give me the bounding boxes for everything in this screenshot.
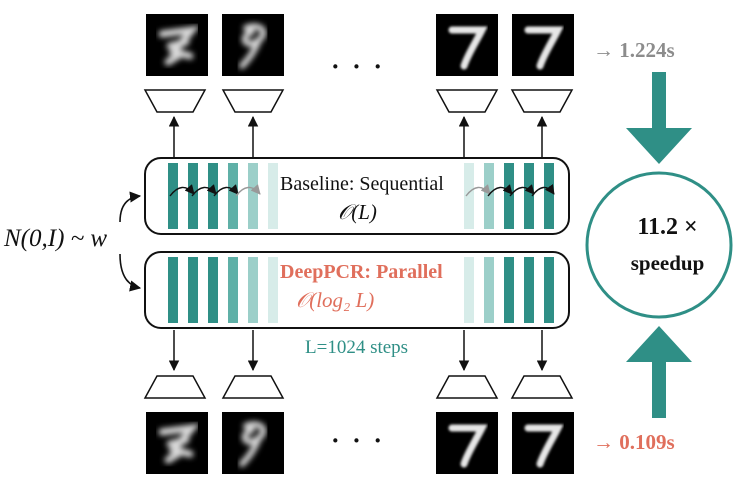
- deeppcr-steps: [168, 257, 554, 323]
- decoder-trapezoid-icon: [510, 375, 574, 399]
- bottom-digit-image-3: [436, 412, 498, 474]
- decoder-trapezoid-icon: [143, 89, 207, 113]
- curved-arrow-icon: [213, 184, 239, 197]
- decoder-trapezoid-icon: [143, 375, 207, 399]
- noise-arrows: [119, 191, 142, 292]
- steps-label: L=1024 steps: [305, 337, 409, 358]
- decoder-trapezoid-icon: [221, 375, 285, 399]
- top-digit-image-4: [512, 14, 574, 76]
- baseline-steps: [168, 163, 554, 229]
- top-digit-image-2: [222, 14, 284, 76]
- sequential-arrows: [169, 183, 555, 197]
- decoder-trapezoid-icon: [435, 375, 499, 399]
- decoder-trapezoid-icon: [221, 89, 285, 113]
- parallel-time-label: → 0.109s: [593, 430, 675, 454]
- curved-arrow-icon: [191, 184, 217, 197]
- top-connectors: [168, 115, 548, 160]
- baseline-complexity: 𝒪(L): [338, 200, 377, 224]
- bottom-digit-image-1: [146, 412, 208, 474]
- curved-arrow-icon: [509, 184, 535, 197]
- curved-arrow-icon: [119, 253, 142, 292]
- bottom-digit-image-2: [222, 412, 284, 474]
- bottom-digit-image-4: [512, 412, 574, 474]
- decoder-trapezoid-icon: [435, 89, 499, 113]
- bottom-ellipsis: · · ·: [331, 426, 386, 455]
- top-ellipsis: · · ·: [331, 52, 386, 81]
- speedup-factor: 11.2 ×: [637, 214, 698, 240]
- baseline-title: Baseline: Sequential: [280, 173, 444, 195]
- curved-arrow-icon: [235, 184, 261, 197]
- curved-arrow-icon: [119, 191, 142, 223]
- curved-arrow-icon: [531, 183, 555, 197]
- decoder-trapezoid-icon: [510, 89, 574, 113]
- speedup-graphic: [585, 72, 733, 418]
- curved-arrow-icon: [169, 184, 195, 197]
- speedup-word: speedup: [630, 251, 705, 275]
- bottom-connectors: [168, 330, 548, 372]
- speedup-circle: [585, 171, 733, 319]
- top-decoder-icons: [143, 89, 574, 113]
- curved-arrow-icon: [487, 184, 513, 197]
- deeppcr-complexity: 𝒪(log₂ L): [296, 288, 375, 312]
- top-digit-image-3: [436, 14, 498, 76]
- deeppcr-title: DeepPCR: Parallel: [280, 261, 443, 283]
- curved-arrow-icon: [465, 184, 491, 197]
- top-digit-image-1: [146, 14, 208, 76]
- noise-label: N(0,I) ~ w: [4, 225, 108, 252]
- sequential-time-label: → 1.224s: [593, 38, 675, 62]
- bottom-decoder-icons: [143, 375, 574, 399]
